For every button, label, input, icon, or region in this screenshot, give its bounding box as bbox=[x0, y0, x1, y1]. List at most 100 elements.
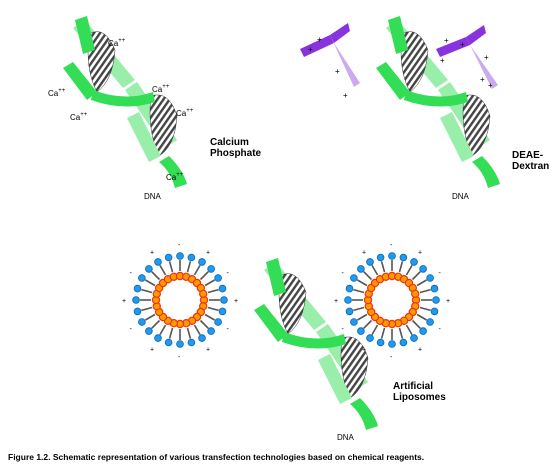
dna-backbone-front bbox=[75, 16, 95, 54]
lipid-head-outer bbox=[366, 334, 374, 342]
lipid-head-outer bbox=[176, 252, 184, 260]
dna-label-liposome: DNA bbox=[337, 433, 354, 442]
lipid-tail bbox=[419, 306, 431, 312]
reagent-label-liposome: Artificial Liposomes bbox=[393, 381, 446, 403]
charge-symbol: + bbox=[150, 347, 154, 354]
dna-base-pairs bbox=[400, 31, 429, 93]
lipid-tail bbox=[186, 261, 192, 273]
dna-base-pairs bbox=[149, 94, 178, 157]
charge-symbol: + bbox=[488, 81, 493, 90]
dna-backbone-front bbox=[350, 398, 378, 430]
lipid-tail bbox=[353, 288, 365, 294]
lipid-tail bbox=[356, 313, 368, 321]
lipid-tail bbox=[419, 288, 431, 294]
lipid-head-outer bbox=[357, 265, 365, 273]
lipid-tail bbox=[159, 264, 167, 276]
liposome: +-+-+-+-+-+- bbox=[334, 242, 450, 361]
dna-base-pairs bbox=[278, 273, 307, 335]
dna-label-calcium: DNA bbox=[144, 192, 161, 201]
lipid-head-outer bbox=[132, 296, 140, 304]
lipid-tail bbox=[371, 324, 379, 336]
lipid-head-outer bbox=[345, 307, 354, 316]
reagent-label-line2: Liposomes bbox=[393, 392, 446, 403]
charge-symbol: + bbox=[206, 347, 210, 354]
calcium-ion-labels: Ca++Ca++Ca++Ca++Ca++Ca++ bbox=[48, 38, 194, 182]
lipid-tail bbox=[207, 288, 219, 294]
charge-symbol: + bbox=[317, 35, 322, 44]
charge-symbol: - bbox=[439, 270, 442, 277]
charge-symbol: - bbox=[227, 326, 230, 333]
lipid-tail bbox=[141, 288, 153, 294]
dna-helix-liposome bbox=[254, 258, 378, 430]
reagent-label-line2: Dextran bbox=[512, 161, 550, 172]
lipid-tail bbox=[168, 327, 174, 339]
lipid-head-outer bbox=[366, 258, 374, 266]
dna-base-pairs bbox=[340, 336, 369, 399]
dna-backbone-back bbox=[440, 112, 474, 162]
charge-symbol: + bbox=[362, 347, 366, 354]
lipid-head-outer bbox=[376, 253, 385, 262]
charge-symbol: + bbox=[440, 56, 445, 65]
liposome: +-+-+-+-+-+- bbox=[122, 242, 238, 361]
charge-symbol: - bbox=[390, 242, 393, 249]
charge-symbol: - bbox=[342, 326, 345, 333]
dna-helix-deae bbox=[376, 16, 500, 188]
lipid-head-outer bbox=[154, 334, 162, 342]
charge-symbol: + bbox=[206, 250, 210, 257]
lipid-head-outer bbox=[350, 274, 358, 282]
lipid-tail bbox=[380, 327, 386, 339]
lipid-head-outer bbox=[344, 296, 352, 304]
lipid-head-outer bbox=[133, 284, 142, 293]
dna-label-deae: DNA bbox=[452, 192, 469, 201]
lipid-tail bbox=[186, 327, 192, 339]
dna-base-pairs bbox=[462, 94, 491, 157]
charge-symbol: - bbox=[130, 326, 133, 333]
lipid-head-outer bbox=[419, 327, 427, 335]
calcium-ion-label: Ca++ bbox=[70, 112, 88, 122]
charge-symbol: - bbox=[178, 242, 181, 249]
charge-symbol: - bbox=[178, 354, 181, 361]
lipid-head-outer bbox=[164, 253, 173, 262]
lipid-head-outer bbox=[432, 296, 440, 304]
calcium-ion-label: Ca++ bbox=[166, 172, 184, 182]
lipid-head-outer bbox=[410, 334, 418, 342]
reagent-label-calcium: Calcium Phosphate bbox=[210, 137, 261, 159]
lipid-tail bbox=[168, 261, 174, 273]
lipid-tail bbox=[398, 327, 404, 339]
dna-helix-calcium bbox=[63, 16, 187, 188]
dna-backbone-front bbox=[404, 90, 468, 107]
dna-backbone-front bbox=[376, 62, 410, 100]
reagent-label-line1: Artificial bbox=[393, 381, 434, 392]
dna-backbone-front bbox=[472, 156, 500, 188]
lipid-tail bbox=[398, 261, 404, 273]
lipid-head-outer bbox=[220, 296, 228, 304]
dna-backbone-back bbox=[127, 112, 161, 162]
lipid-tail bbox=[159, 324, 167, 336]
lipid-head-outer bbox=[388, 252, 396, 260]
lipid-head-outer bbox=[357, 327, 365, 335]
lipid-head-outer bbox=[176, 340, 184, 348]
lipid-tail bbox=[141, 306, 153, 312]
lipid-tail bbox=[204, 279, 216, 287]
lipid-head-outer bbox=[138, 274, 146, 282]
lipid-head-outer bbox=[399, 253, 408, 262]
charge-symbol: + bbox=[446, 298, 450, 305]
lipid-head-outer bbox=[218, 284, 227, 293]
lipid-tail bbox=[193, 324, 201, 336]
charge-symbol: + bbox=[418, 347, 422, 354]
reagent-label-line1: DEAE- bbox=[512, 150, 544, 161]
charge-symbol: - bbox=[130, 270, 133, 277]
charge-symbol: + bbox=[234, 298, 238, 305]
lipid-tail bbox=[405, 324, 413, 336]
calcium-ion-label: Ca++ bbox=[108, 38, 126, 48]
dna-backbone-back bbox=[318, 354, 352, 404]
lipid-head-outer bbox=[345, 284, 354, 293]
charge-symbol: - bbox=[227, 270, 230, 277]
deae-dextran-molecule bbox=[436, 25, 498, 89]
lipid-head-outer bbox=[207, 327, 215, 335]
lipid-head-outer bbox=[388, 340, 396, 348]
lipid-tail bbox=[193, 264, 201, 276]
lipid-head-outer bbox=[145, 265, 153, 273]
calcium-ion-label: Ca++ bbox=[176, 108, 194, 118]
